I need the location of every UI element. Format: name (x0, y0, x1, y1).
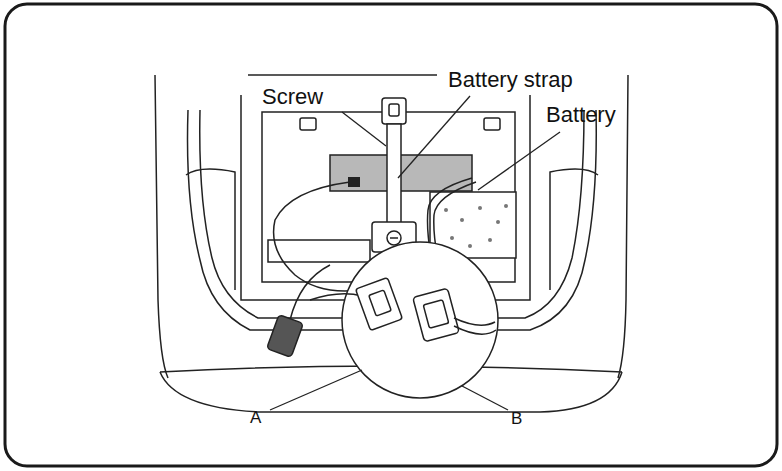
screw-slot (390, 237, 398, 239)
callout-letter: B (511, 410, 522, 429)
leader-lines (270, 96, 560, 410)
frame (5, 4, 777, 466)
vehicle-body (155, 75, 628, 412)
plug (267, 315, 304, 358)
detail-connectors (310, 278, 496, 342)
detail-circle (342, 242, 498, 398)
screw (387, 231, 401, 245)
part-label: Battery strap (448, 68, 573, 92)
callout-letter: A (250, 409, 261, 428)
part-label: Battery (546, 103, 616, 127)
part-label: Screw (262, 85, 323, 109)
battery-strap (372, 98, 416, 252)
